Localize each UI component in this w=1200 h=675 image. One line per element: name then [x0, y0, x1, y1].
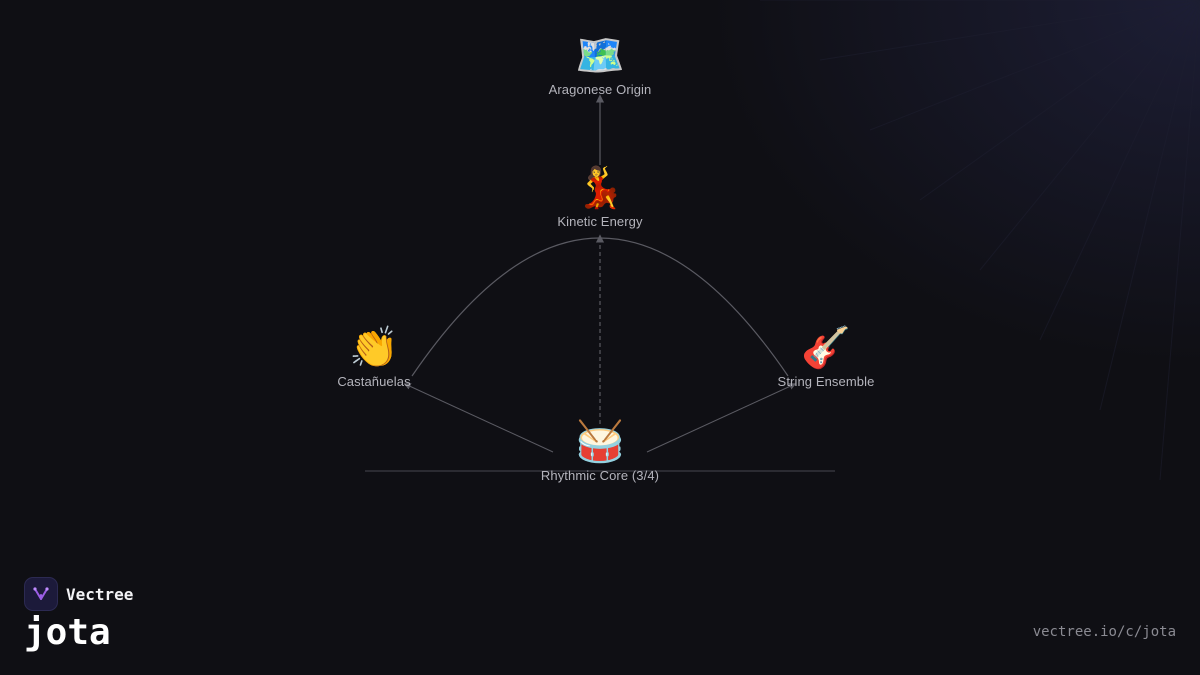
- vectree-logo-icon: [24, 577, 58, 611]
- node-label: String Ensemble: [777, 374, 875, 389]
- node-label: Rhythmic Core (3/4): [540, 468, 660, 483]
- guitar-icon: 🎸: [801, 325, 851, 371]
- brand-slug: jota: [24, 612, 111, 653]
- map-icon: 🗺️: [575, 33, 625, 79]
- clapping-hands-icon: 👏: [349, 325, 399, 371]
- brand-name: Vectree: [66, 584, 134, 604]
- node-aragonese-origin[interactable]: 🗺️ Aragonese Origin: [520, 32, 680, 97]
- node-string-ensemble[interactable]: 🎸 String Ensemble: [746, 324, 906, 389]
- node-label: Aragonese Origin: [548, 82, 652, 97]
- edge-castanuelas-strings-arc: [411, 237, 789, 377]
- dancer-icon: 💃: [575, 165, 625, 211]
- edge-rhythm-castanuelas: [403, 383, 554, 453]
- brand-block: Vectree jota: [24, 577, 133, 653]
- edge-rhythm-strings: [646, 383, 797, 453]
- node-label: Kinetic Energy: [557, 214, 643, 229]
- drum-icon: 🥁: [575, 419, 625, 465]
- node-castanuelas[interactable]: 👏 Castañuelas: [294, 324, 454, 389]
- node-kinetic-energy[interactable]: 💃 Kinetic Energy: [520, 164, 680, 229]
- node-rhythmic-core[interactable]: 🥁 Rhythmic Core (3/4): [520, 418, 680, 483]
- node-label: Castañuelas: [337, 374, 411, 389]
- share-url[interactable]: vectree.io/c/jota: [1032, 624, 1176, 640]
